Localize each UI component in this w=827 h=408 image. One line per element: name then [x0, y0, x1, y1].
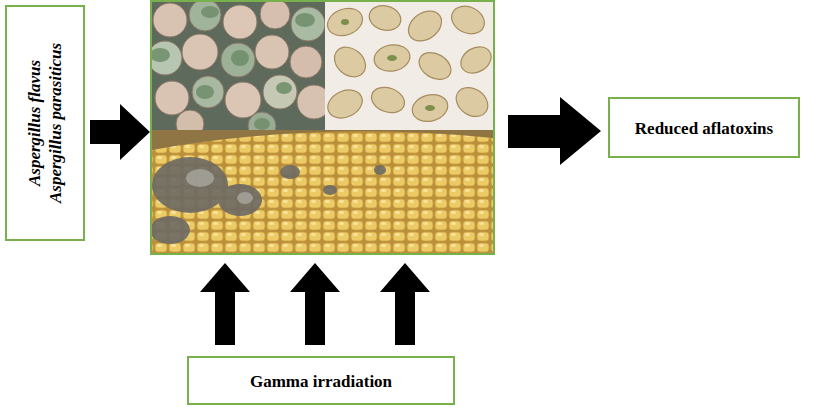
block-arrow — [200, 263, 250, 345]
text-group: Aspergillus flavusAspergillus parasiticu… — [24, 43, 66, 203]
image-frame — [151, 1, 494, 254]
treatment-box: Gamma irradiation — [187, 356, 455, 405]
block-arrow — [90, 104, 150, 160]
text-group: Gamma irradiation — [250, 370, 392, 391]
text-group: Reduced aflatoxins — [635, 117, 773, 138]
block-arrow — [508, 97, 601, 165]
organism-name: Aspergillus flavus — [24, 43, 45, 203]
organism-box: Aspergillus flavusAspergillus parasiticu… — [5, 5, 85, 241]
organism-name: Aspergillus parasiticus — [45, 43, 66, 203]
block-arrow — [380, 263, 430, 345]
result-box: Reduced aflatoxins — [608, 97, 800, 158]
block-arrow — [290, 263, 340, 345]
box-label: Gamma irradiation — [250, 370, 392, 391]
box-label: Reduced aflatoxins — [635, 117, 773, 138]
food-photo — [152, 2, 493, 253]
